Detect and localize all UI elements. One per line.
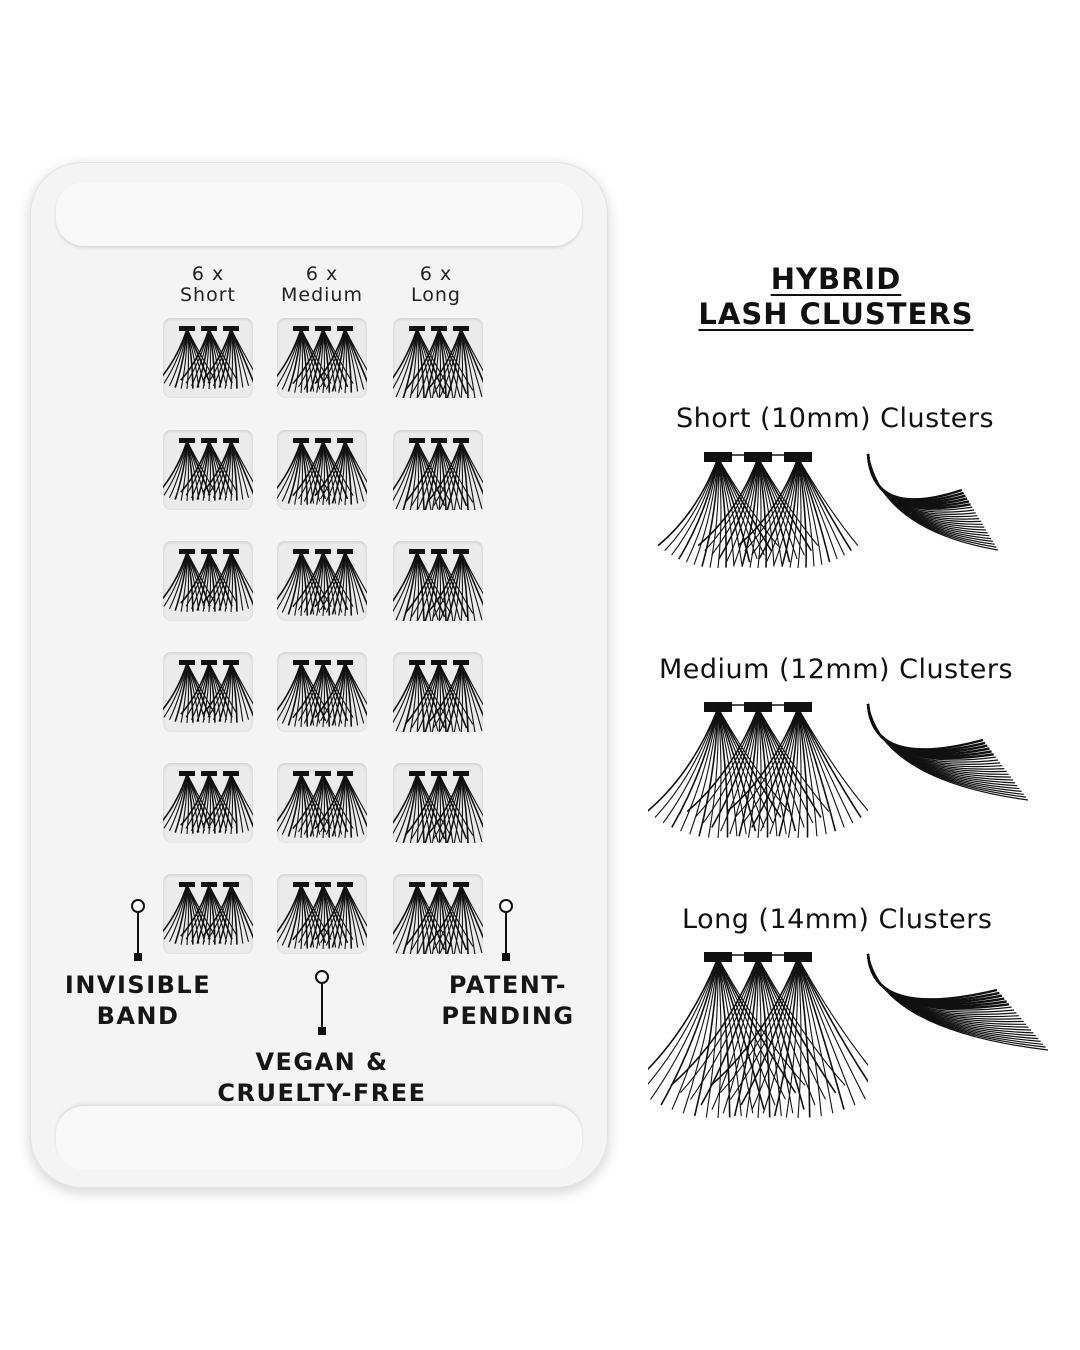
lash-tray-cell[interactable]: [393, 763, 483, 843]
lash-tray-cell[interactable]: [393, 652, 483, 732]
lash-cluster-icon: [277, 771, 367, 839]
lash-cluster-icon: [393, 660, 483, 732]
lash-cluster-front-icon: [648, 702, 868, 839]
lash-tray-cell[interactable]: [393, 430, 483, 510]
column-name: Short: [180, 284, 236, 306]
lash-tray-cell[interactable]: [277, 318, 367, 398]
column-count: 6 x: [191, 263, 225, 285]
lash-cluster-icon: [163, 326, 253, 390]
tray-bottom-lip: [56, 1106, 582, 1170]
column-label-medium: 6 x Medium: [267, 264, 377, 306]
lash-cluster-icon: [393, 326, 483, 398]
column-name: Medium: [281, 284, 363, 306]
lash-tray-cell[interactable]: [277, 430, 367, 510]
tray-top-lip: [56, 182, 582, 246]
lash-cluster-front-icon: [648, 952, 868, 1119]
lash-side-profile-icon: [866, 953, 1048, 1051]
lash-tray-cell[interactable]: [163, 763, 253, 843]
invisible-band-callout: INVISIBLE BAND: [64, 971, 212, 1030]
lash-cluster-icon: [277, 882, 367, 950]
lash-tray-cell[interactable]: [163, 874, 253, 954]
lash-cluster-front-icon: [657, 452, 859, 569]
column-count: 6 x: [419, 263, 453, 285]
vegan-callout: VEGAN & CRUELTY-FREE: [217, 1048, 427, 1107]
lash-tray-cell[interactable]: [163, 430, 253, 510]
lash-cluster-icon: [277, 549, 367, 617]
section-heading: HYBRID LASH CLUSTERS: [698, 262, 974, 331]
cluster-label-short: Short (10mm) Clusters: [676, 403, 995, 434]
lash-cluster-icon: [163, 882, 253, 946]
patent-pending-callout: PATENT- PENDING: [441, 971, 575, 1030]
lash-tray-cell[interactable]: [393, 874, 483, 954]
lash-cluster-icon: [163, 549, 253, 613]
lash-cluster-icon: [163, 438, 253, 502]
lash-cluster-icon: [393, 549, 483, 621]
lash-tray-cell[interactable]: [393, 318, 483, 398]
lash-cluster-icon: [163, 660, 253, 724]
lash-tray-cell[interactable]: [277, 541, 367, 621]
pin-line-icon: [131, 899, 145, 961]
lash-side-profile-icon: [866, 703, 1029, 801]
lash-tray-cell[interactable]: [163, 318, 253, 398]
lash-cluster-icon: [163, 771, 253, 835]
column-label-short: 6 x Short: [153, 264, 263, 306]
lash-cluster-icon: [277, 660, 367, 728]
lash-side-profile-icon: [866, 453, 999, 551]
lash-cluster-icon: [393, 438, 483, 510]
cluster-label-medium: Medium (12mm) Clusters: [659, 654, 1014, 685]
pin-line-icon: [315, 970, 329, 1035]
column-label-long: 6 x Long: [381, 264, 491, 306]
lash-cluster-icon: [277, 326, 367, 394]
lash-tray-cell[interactable]: [277, 652, 367, 732]
lash-cluster-icon: [393, 771, 483, 843]
lash-tray-cell[interactable]: [163, 541, 253, 621]
cluster-label-long: Long (14mm) Clusters: [682, 904, 993, 935]
lash-cluster-icon: [277, 438, 367, 506]
column-name: Long: [411, 284, 461, 306]
lash-cluster-icon: [393, 882, 483, 954]
column-count: 6 x: [305, 263, 339, 285]
pin-line-icon: [499, 899, 513, 961]
lash-tray-cell[interactable]: [393, 541, 483, 621]
lash-tray-cell[interactable]: [277, 763, 367, 843]
lash-tray-cell[interactable]: [277, 874, 367, 954]
lash-tray-cell[interactable]: [163, 652, 253, 732]
